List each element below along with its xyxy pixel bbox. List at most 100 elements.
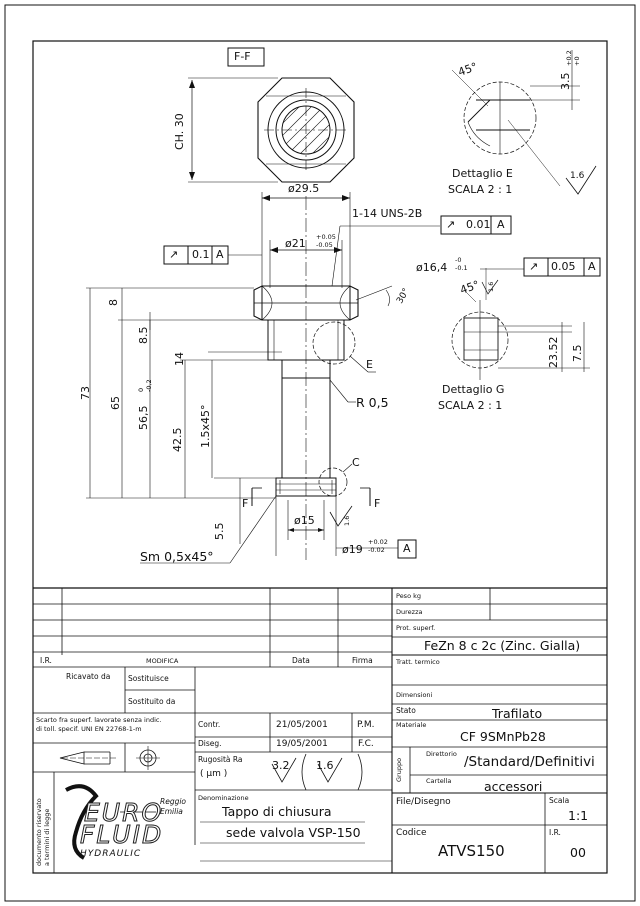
dim-8-5: 8.5 [137, 326, 150, 345]
detail-e-dim: 3.5 [559, 72, 572, 91]
dim-21: ø21 [285, 237, 306, 250]
thread-runout-symbol: ↗ [446, 218, 456, 231]
denominazione-2: sede valvola VSP-150 [226, 825, 361, 840]
dim-8: 8 [107, 299, 120, 306]
detail-e-tol-lower: +0 [573, 56, 581, 66]
section-f-right: F [374, 497, 381, 510]
durezza-label: Durezza [396, 608, 423, 616]
diseg-sign: F.C. [358, 739, 374, 749]
logo-hydraulic: HYDRAULIC [80, 849, 142, 859]
codice-label: Codice [396, 828, 427, 838]
sostituisce: Sostituisce [128, 674, 169, 683]
runout-right-value: 0.05 [551, 260, 576, 273]
thread-tolerance: 0.01 [466, 218, 491, 231]
dim-14: 14 [173, 352, 186, 366]
dim-42-5: 42.5 [171, 427, 184, 453]
dim-1-5x45: 1.5x45° [199, 404, 212, 448]
thread-spec: 1-14 UNS-2B [352, 207, 423, 220]
detail-e-ref: E [366, 358, 373, 371]
dim-56-5: 56,5 [137, 405, 150, 431]
roughness-1-6: 1.6 [316, 759, 334, 772]
dim-29-5: ø29.5 [288, 182, 320, 195]
contr-label: Contr. [198, 720, 221, 729]
dim-56-5-tol: -0,2 [145, 379, 153, 392]
thread-tolerance-ref: A [497, 218, 505, 231]
dim-56-5-tol-b: 0 [137, 387, 145, 392]
scala-label: Scala [549, 796, 570, 805]
runout-left-symbol: ↗ [169, 248, 179, 261]
dim-21-lower: -0.05 [316, 241, 333, 249]
dim-5-5: 5.5 [213, 522, 226, 541]
scala-value: 1:1 [568, 808, 589, 823]
prot-label: Prot. superf. [396, 624, 436, 632]
detail-g-dim-b: 7.5 [571, 344, 584, 363]
detail-e-roughness: 1.6 [570, 171, 585, 181]
detail-e-tol-upper: +0.2 [565, 50, 573, 66]
side-note-2: a termini di legge [43, 808, 51, 866]
codice-value: ATVS150 [438, 842, 505, 860]
side-note-1: documento riservato [35, 798, 43, 866]
scarto-line-2: di toll. specif. UNI EN 22768-1-m [36, 725, 142, 733]
dim-19-lower: -0.02 [368, 546, 385, 554]
dim-21-upper: +0.05 [316, 233, 336, 241]
denominazione-label: Denominazione [198, 794, 249, 802]
file-label: File/Disegno [396, 797, 451, 807]
materiale-label: Materiale [396, 721, 427, 729]
runout-left-value: 0.1 [192, 248, 210, 261]
direttorio-value: /Standard/Definitivi [464, 754, 595, 770]
detail-g-roughness: 1.6 [487, 281, 495, 292]
diseg-date: 19/05/2001 [276, 739, 328, 749]
title-block-grid [33, 587, 607, 873]
inner-frame [32, 40, 608, 874]
data-label: Data [292, 656, 310, 665]
prot-value: FeZn 8 c 2c (Zinc. Gialla) [424, 638, 581, 653]
contr-date: 21/05/2001 [276, 720, 328, 730]
hex-dimension: CH. 30 [173, 113, 186, 150]
dim-65: 65 [109, 396, 122, 410]
dim-16-4: ø16,4 [416, 261, 448, 274]
stato-label: Stato [396, 706, 416, 715]
outer-border [4, 4, 636, 902]
runout-right-symbol: ↗ [529, 260, 539, 273]
direttorio-label: Direttorio [426, 750, 457, 758]
runout-right [480, 257, 601, 277]
detail-e-title: Dettaglio E [452, 167, 513, 180]
section-ff-view [188, 47, 355, 183]
dim-16-4-upper: -0 [455, 256, 462, 264]
dim-19: ø19 [342, 543, 363, 556]
ricavato-da: Ricavato da [66, 672, 111, 681]
roughness-1-6-small: 1.6 [343, 515, 351, 526]
dim-16-4-lower: -0.1 [455, 264, 468, 272]
detail-c-ref: C [352, 456, 360, 469]
radius-label: R 0,5 [356, 395, 389, 410]
detail-g-title: Dettaglio G [442, 383, 505, 396]
dim-15: ø15 [294, 514, 315, 527]
main-part-view [86, 192, 512, 564]
gruppo-label: Gruppo [395, 757, 403, 782]
contr-sign: P.M. [357, 720, 375, 730]
sostituito-da: Sostituito da [128, 697, 176, 706]
ir-label: I.R. [40, 656, 52, 665]
detail-g-scale: SCALA 2 : 1 [438, 399, 503, 412]
logo-euro: EURO [83, 798, 164, 827]
rugosita-label: Rugosità Ra [198, 755, 243, 764]
dim-73: 73 [79, 386, 92, 400]
stato-value: Trafilato [492, 706, 543, 721]
detail-e-scale: SCALA 2 : 1 [448, 183, 513, 196]
logo-fluid: FLUID [79, 820, 164, 849]
logo-reggio: Reggio [160, 797, 187, 806]
detail-g-view [451, 268, 590, 380]
roughness-3-2: 3.2 [272, 759, 290, 772]
peso-label: Peso kg [396, 592, 422, 600]
dim-19-upper: +0.02 [368, 538, 388, 546]
ir2-label: I.R. [549, 828, 561, 837]
cartella-value: accessori [484, 779, 543, 794]
logo-emilia: Emilia [160, 807, 183, 816]
rugosita-unit: ( µm ) [200, 769, 228, 779]
diseg-label: Diseg. [198, 739, 222, 748]
chamfer-label: Sm 0,5x45° [140, 549, 214, 564]
cartella-label: Cartella [426, 777, 452, 785]
tratt-label: Tratt. termico [396, 658, 440, 666]
